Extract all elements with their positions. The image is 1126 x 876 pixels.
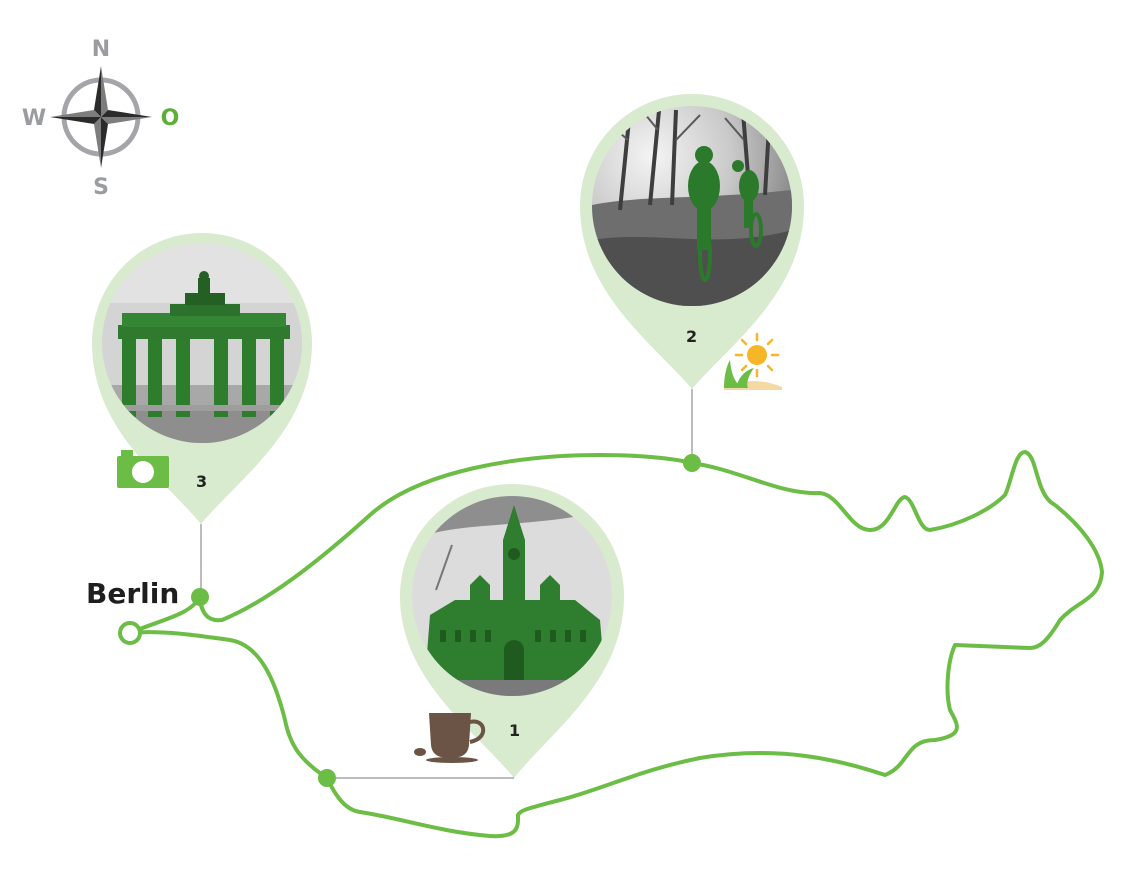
- camera-icon: [117, 450, 169, 488]
- compass-south-label: S: [93, 175, 109, 200]
- compass-east-label: O: [161, 106, 180, 131]
- city-label: Berlin: [86, 577, 179, 610]
- compass-north-label: N: [92, 37, 110, 62]
- stop-3-number: 3: [196, 472, 207, 491]
- compass: N S W O: [22, 37, 179, 200]
- stop-1-number: 1: [509, 721, 520, 740]
- sun-meadow-icon: [724, 332, 782, 390]
- route-node-2[interactable]: [683, 454, 701, 472]
- stop-1-marker[interactable]: 1: [400, 484, 624, 778]
- berlin-start-marker[interactable]: [118, 621, 142, 645]
- compass-west-label: W: [22, 106, 46, 131]
- stop-3-marker[interactable]: 3: [92, 233, 312, 524]
- route-line: [128, 450, 1104, 839]
- stop-2-number: 2: [686, 327, 697, 346]
- route-node-1[interactable]: [318, 769, 336, 787]
- compass-rose-icon: [50, 66, 152, 168]
- town-hall-photo: [412, 496, 612, 696]
- coffee-icon: [414, 713, 486, 763]
- cyclists-photo: [592, 106, 792, 306]
- route-node-3[interactable]: [191, 588, 209, 606]
- stop-2-marker[interactable]: 2: [580, 94, 804, 390]
